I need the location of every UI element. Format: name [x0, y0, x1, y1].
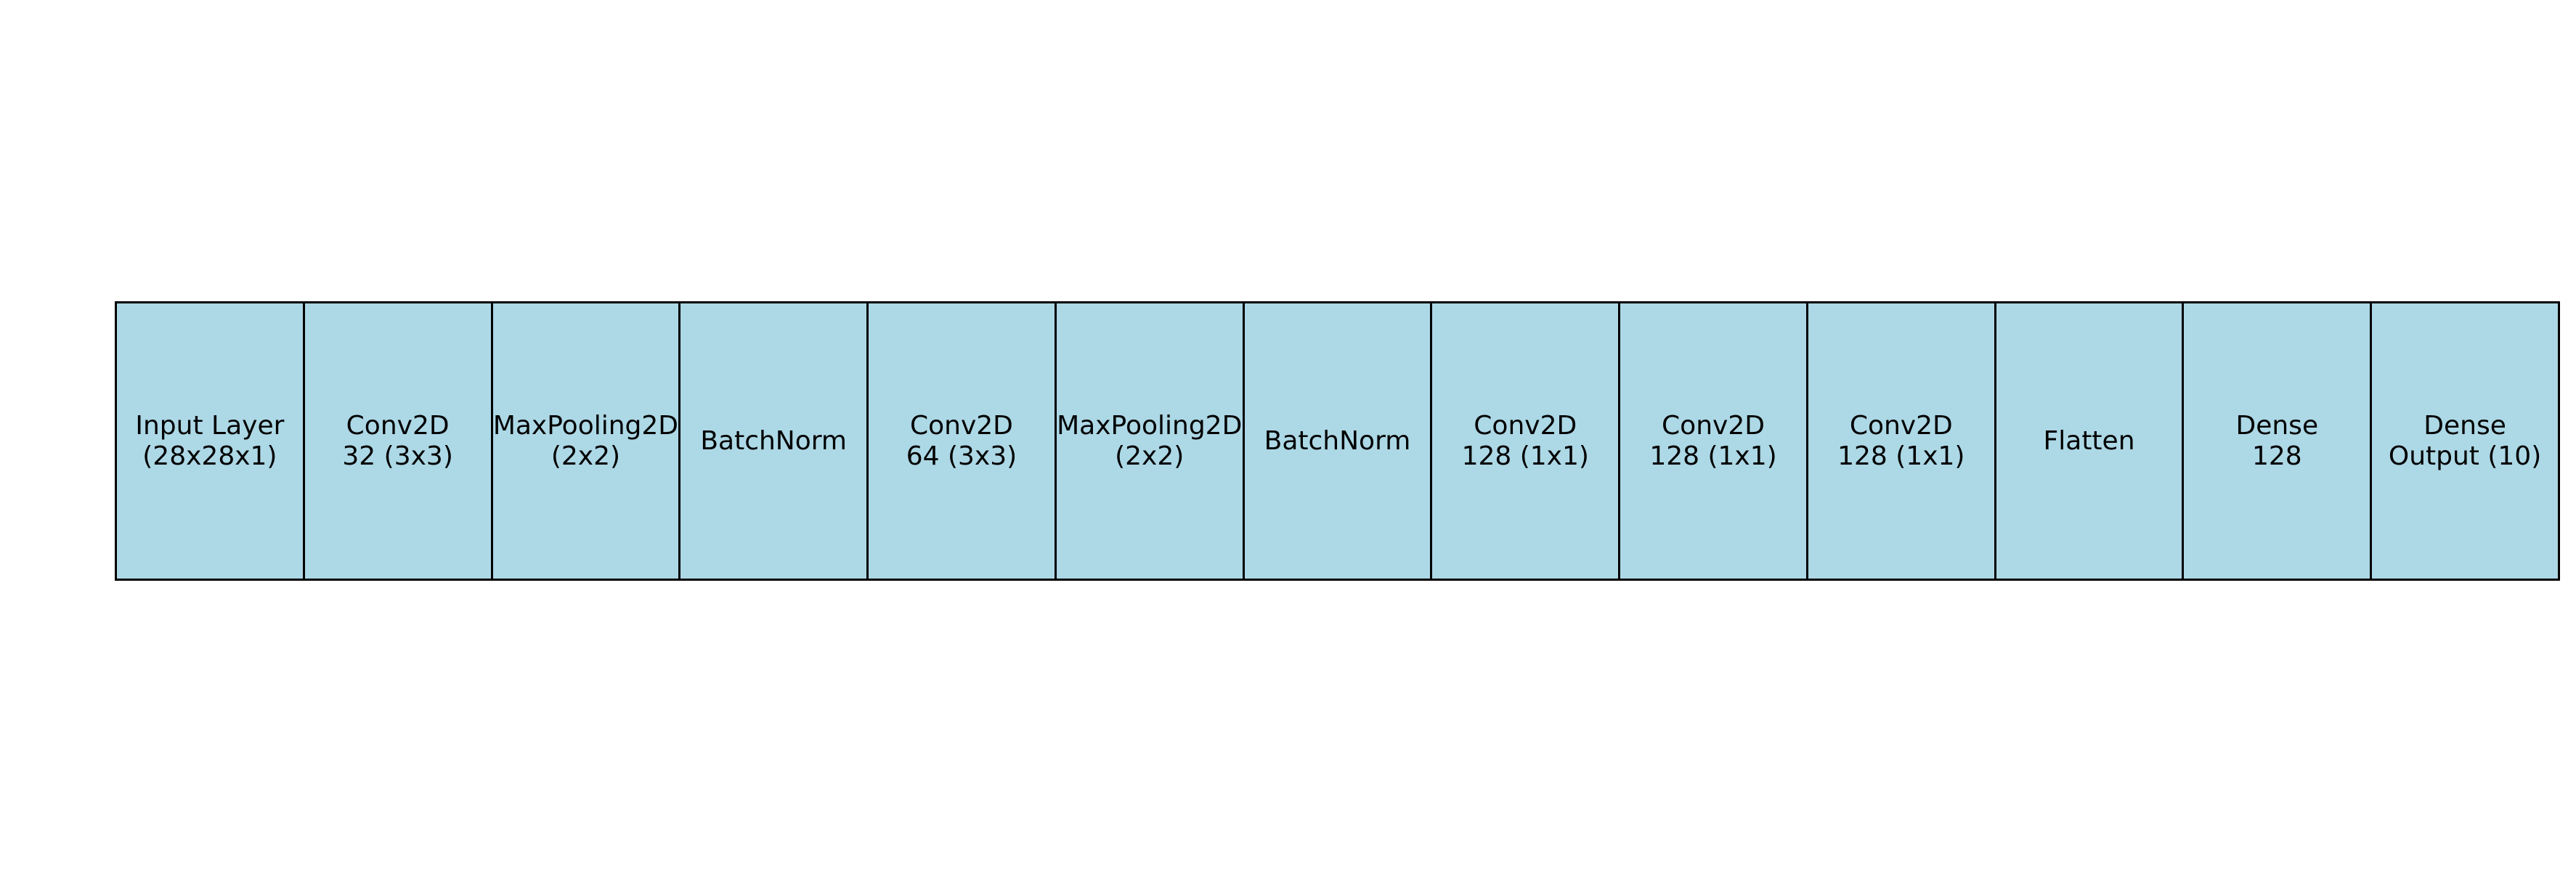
layer-label: Conv2D 128 (1x1) [1837, 411, 1964, 472]
layer-name: Conv2D [1662, 410, 1765, 441]
layer-block-conv2d-3: Conv2D 128 (1x1) [1432, 303, 1621, 579]
layer-name: BatchNorm [1264, 425, 1411, 456]
layer-detail: (2x2) [1115, 441, 1185, 471]
layer-detail: 32 (3x3) [342, 441, 453, 471]
layer-name: Dense [2423, 410, 2506, 441]
layer-block-batchnorm-1: BatchNorm [680, 303, 869, 579]
layer-detail: 128 (1x1) [1461, 441, 1589, 471]
layer-detail: 128 [2251, 441, 2302, 471]
layer-detail: (2x2) [550, 441, 621, 471]
layer-name: Conv2D [909, 410, 1013, 441]
layer-label: Conv2D 128 (1x1) [1462, 411, 1589, 472]
layer-block-maxpooling-1: MaxPooling2D (2x2) [492, 303, 681, 579]
layer-name: BatchNorm [700, 425, 848, 456]
layer-detail: 128 (1x1) [1649, 441, 1777, 471]
layer-block-conv2d-5: Conv2D 128 (1x1) [1808, 303, 1996, 579]
layer-detail: (28x28x1) [142, 441, 277, 471]
layer-name: Dense [2235, 410, 2319, 441]
layer-block-conv2d-2: Conv2D 64 (3x3) [869, 303, 1057, 579]
network-architecture-diagram: Input Layer (28x28x1) Conv2D 32 (3x3) Ma… [115, 301, 2560, 581]
layer-label: Input Layer (28x28x1) [135, 411, 284, 472]
layer-label: Dense Output (10) [2389, 411, 2541, 472]
layer-name: MaxPooling2D [492, 410, 679, 441]
layer-detail: Output (10) [2388, 441, 2542, 471]
layer-label: Conv2D 128 (1x1) [1649, 411, 1776, 472]
layer-block-batchnorm-2: BatchNorm [1244, 303, 1433, 579]
layer-block-maxpooling-2: MaxPooling2D (2x2) [1056, 303, 1245, 579]
layer-label: BatchNorm [700, 426, 847, 457]
layer-name: Conv2D [1849, 410, 1953, 441]
layer-name: Input Layer [135, 410, 285, 441]
layer-label: Conv2D 64 (3x3) [906, 411, 1017, 472]
layer-label: Conv2D 32 (3x3) [342, 411, 452, 472]
layer-block-conv2d-1: Conv2D 32 (3x3) [304, 303, 493, 579]
layer-detail: 64 (3x3) [906, 441, 1017, 471]
layer-name: Flatten [2043, 425, 2135, 456]
layer-label: MaxPooling2D (2x2) [1057, 411, 1242, 472]
layer-block-dense-output: Dense Output (10) [2372, 303, 2558, 579]
layer-name: Conv2D [1474, 410, 1577, 441]
layer-block-dense-1: Dense 128 [2184, 303, 2373, 579]
layer-block-flatten: Flatten [1996, 303, 2185, 579]
layer-label: Flatten [2044, 426, 2135, 457]
layer-label: MaxPooling2D (2x2) [493, 411, 678, 472]
layer-label: BatchNorm [1264, 426, 1411, 457]
layer-name: Conv2D [346, 410, 450, 441]
layer-block-conv2d-4: Conv2D 128 (1x1) [1620, 303, 1808, 579]
layer-block-input: Input Layer (28x28x1) [117, 303, 305, 579]
layer-label: Dense 128 [2236, 411, 2319, 472]
layer-name: MaxPooling2D [1057, 410, 1243, 441]
layer-detail: 128 (1x1) [1837, 441, 1965, 471]
